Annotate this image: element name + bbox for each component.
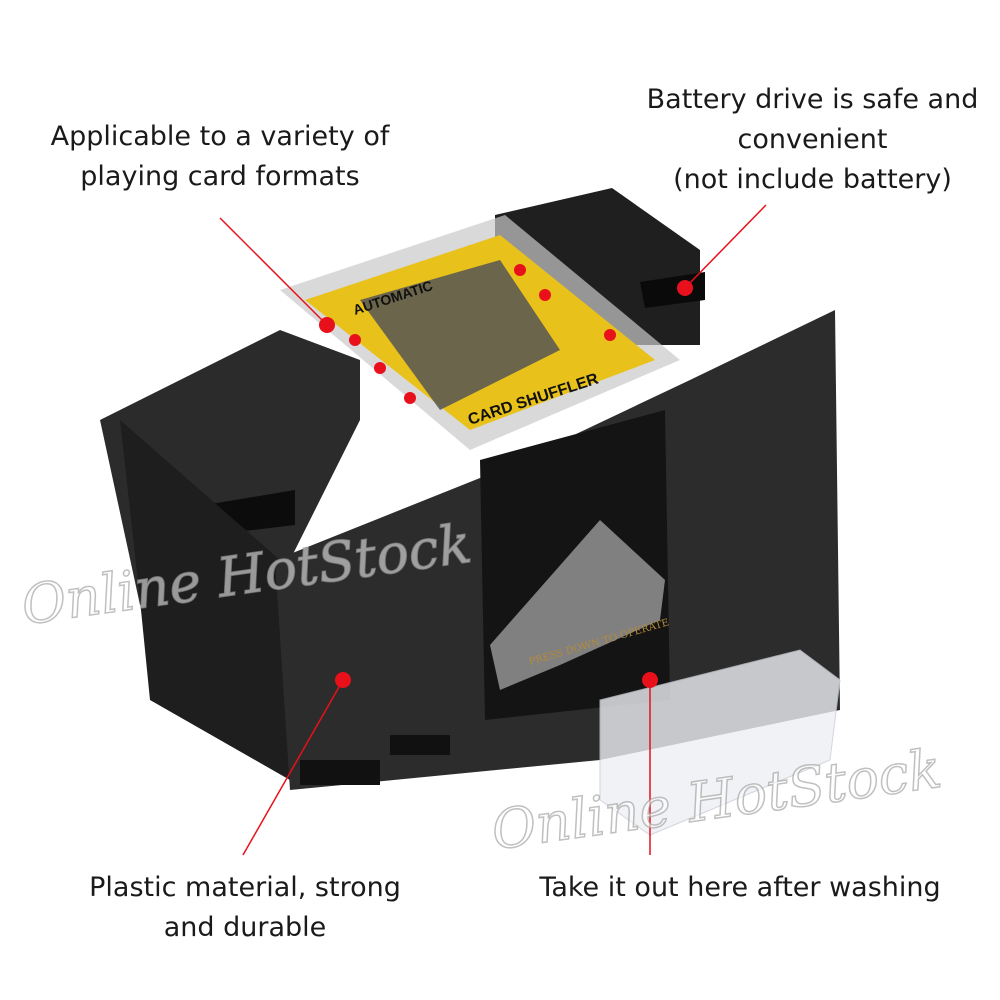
foot [390, 735, 450, 755]
callout-dot-battery [677, 280, 693, 296]
callout-line: Applicable to a variety of [50, 121, 390, 152]
clear-tray-extension [599, 649, 841, 836]
callout-dot-lid [319, 317, 335, 333]
callout-dot-body [335, 672, 351, 688]
callout-line: Take it out here after washing [539, 872, 941, 903]
callout-card-formats: Applicable to a variety of playing card … [40, 117, 400, 197]
lid-window [360, 260, 560, 410]
callout-line: Battery drive is safe and [646, 84, 979, 115]
callout-line: playing card formats [80, 161, 360, 192]
callout-battery: Battery drive is safe and convenient (no… [640, 80, 985, 200]
card-suit-marks [349, 264, 616, 404]
callout-material: Plastic material, strong and durable [80, 868, 410, 948]
callout-dots [319, 280, 693, 688]
foot [300, 760, 380, 785]
callout-lines [219, 204, 767, 856]
callout-line: Plastic material, strong [89, 872, 401, 903]
callout-take-out: Take it out here after washing [530, 868, 950, 908]
clear-card-tray [490, 520, 665, 690]
callout-line: convenient [737, 124, 888, 155]
callout-line: and durable [163, 912, 327, 943]
body-left-side [120, 420, 290, 780]
callout-line: (not include battery) [673, 164, 952, 195]
callout-dot-tray [642, 672, 658, 688]
